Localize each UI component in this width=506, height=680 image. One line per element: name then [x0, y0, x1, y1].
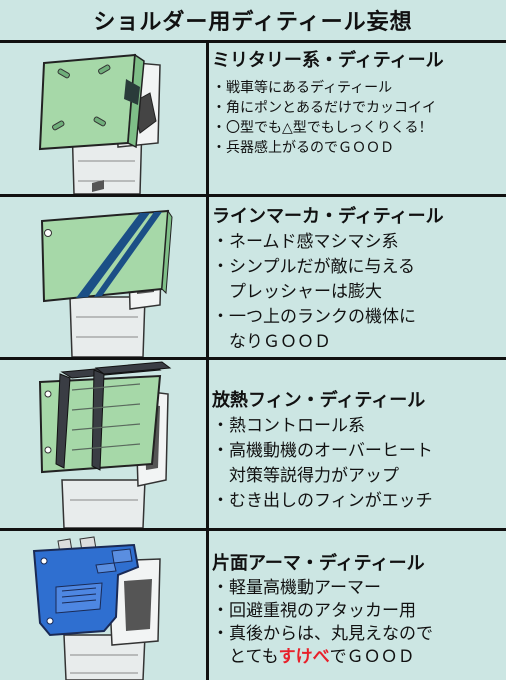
list-item: なりＧＯＯＤ	[212, 332, 331, 352]
list-item: ・熱コントロール系	[212, 416, 365, 436]
section-line-marker: ラインマーカ・ディティール ・ネームド感マシマシ系 ・シンプルだが敵に与える プ…	[0, 197, 506, 357]
list-item-last: とてもすけべでＧＯＯＤ	[212, 646, 506, 669]
section-single-armor-text: 片面アーマ・ディティール ・軽量高機動アーマー ・回避重視のアタッカー用 ・真後…	[212, 531, 506, 669]
divider-vertical	[206, 42, 209, 680]
list-item: ・真後からは、丸見えなので	[212, 624, 433, 644]
shoulder-military-illustration	[0, 43, 206, 194]
section-heat-fin: 放熱フィン・ディティール ・熱コントロール系 ・高機動機のオーバーヒート 対策等…	[0, 360, 506, 528]
list-item: ・むき出しのフィンがエッチ	[212, 491, 433, 511]
divider-1	[0, 194, 506, 197]
list-item: ・〇型でも△型でもしっくりくる！	[212, 120, 433, 136]
shoulder-heat-fin-illustration	[0, 360, 206, 528]
list-item: ・一つ上のランクの機体に	[212, 307, 416, 327]
section-heading: ラインマーカ・ディティール	[212, 206, 444, 227]
list-item: ・高機動機のオーバーヒート	[212, 441, 433, 461]
last-line-before: とても	[212, 647, 279, 667]
section-single-armor: 片面アーマ・ディティール ・軽量高機動アーマー ・回避重視のアタッカー用 ・真後…	[0, 531, 506, 680]
section-military: ミリタリー系・ディティール ・戦車等にあるディティール ・角にポンとあるだけでカ…	[0, 43, 506, 194]
last-line-after: でＧＯＯＤ	[329, 647, 415, 667]
list-item: 対策等説得力がアップ	[212, 466, 399, 486]
list-item: ・ネームド感マシマシ系	[212, 232, 399, 252]
section-heading: 放熱フィン・ディティール	[212, 390, 426, 411]
list-item: ・角にポンとあるだけでカッコイイ	[212, 100, 436, 116]
shoulder-single-armor-illustration	[0, 531, 206, 680]
list-item: ・軽量高機動アーマー	[212, 578, 381, 598]
list-item: ・シンプルだが敵に与える	[212, 257, 415, 277]
divider-top	[0, 40, 506, 43]
section-line-marker-text: ラインマーカ・ディティール ・ネームド感マシマシ系 ・シンプルだが敵に与える プ…	[212, 197, 506, 355]
page-title: ショルダー用ディティール妄想	[93, 10, 413, 35]
section-military-text: ミリタリー系・ディティール ・戦車等にあるディティール ・角にポンとあるだけでカ…	[212, 43, 506, 158]
list-item: ・回避重視のアタッカー用	[212, 601, 416, 621]
divider-2	[0, 357, 506, 360]
section-heat-fin-text: 放熱フィン・ディティール ・熱コントロール系 ・高機動機のオーバーヒート 対策等…	[212, 360, 506, 514]
list-item: プレッシャーは膨大	[212, 282, 382, 302]
section-heading: ミリタリー系・ディティール	[212, 50, 444, 71]
highlight-text: すけべ	[278, 647, 330, 667]
section-heading: 片面アーマ・ディティール	[212, 553, 425, 574]
list-item: ・兵器感上がるのでＧＯＯＤ	[212, 140, 394, 156]
divider-3	[0, 528, 506, 531]
list-item: ・戦車等にあるディティール	[212, 80, 393, 96]
shoulder-line-marker-illustration	[0, 197, 206, 357]
